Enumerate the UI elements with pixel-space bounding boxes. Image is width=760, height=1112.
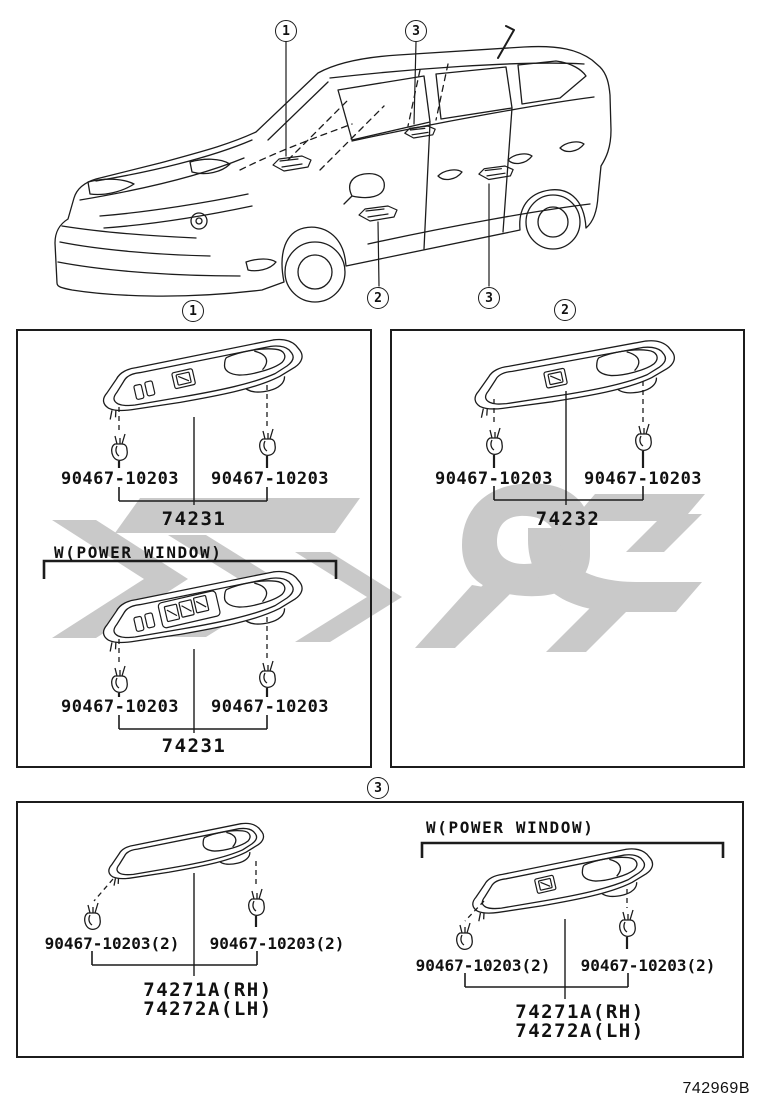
clip-part-number: 90467-10203(2) — [209, 934, 345, 953]
car-body-outline — [55, 47, 611, 297]
clip-drawing — [259, 660, 276, 689]
clip-drawing — [619, 909, 636, 938]
door-handle — [560, 142, 584, 152]
armrest-panel-drawing — [469, 331, 681, 427]
box3-artwork — [84, 815, 744, 1058]
clip-part-number: 90467-10203(2) — [415, 956, 551, 975]
variant-bracket — [422, 843, 723, 858]
variant-bracket — [44, 561, 336, 579]
clip-drawing — [635, 423, 652, 452]
clip-part-number: 90467-10203 — [60, 697, 180, 717]
door-handle — [508, 154, 532, 164]
part-number: 74231 — [161, 735, 227, 757]
part-number-lh: 74272A(LH) — [143, 998, 273, 1020]
callout-rear-quarter: 3 — [478, 287, 500, 309]
armrest-panel-drawing — [97, 329, 309, 429]
leader-lines — [286, 42, 489, 286]
rear-door-armrest-glyph — [404, 125, 436, 139]
clip-part-number: 90467-10203(2) — [580, 956, 716, 975]
antenna — [498, 26, 514, 58]
armrest-panel-drawing — [97, 561, 309, 661]
clip-part-number: 90467-10203 — [434, 469, 554, 489]
armrest-panel-drawing — [103, 815, 269, 893]
armrest-panel-drawing — [467, 840, 659, 930]
parts-box-front-door-2 — [390, 329, 745, 768]
clip-drawing — [111, 665, 128, 694]
hood-armrest-glyph — [272, 155, 312, 172]
front-wheel — [285, 242, 345, 302]
part-number: 74231 — [161, 508, 227, 530]
clip-drawing — [486, 427, 503, 456]
clip-part-number: 90467-10203 — [583, 469, 703, 489]
callout-front-door: 2 — [367, 287, 389, 309]
box2-artwork — [469, 331, 681, 768]
front-door-armrest-glyph — [358, 205, 398, 222]
variant-label: W(POWER WINDOW) — [54, 543, 223, 562]
callout-hood: 1 — [275, 20, 297, 42]
clip-drawing — [456, 922, 473, 951]
part-number: 74232 — [535, 508, 601, 530]
clip-drawing — [248, 888, 265, 917]
part-number-rh: 74271A(RH) — [515, 1001, 645, 1023]
side-mirror — [344, 174, 384, 204]
clip-part-number: 90467-10203 — [210, 469, 330, 489]
box2-callout: 2 — [554, 299, 576, 321]
rear-wheel — [526, 195, 580, 249]
clip-part-number: 90467-10203 — [60, 469, 180, 489]
variant-label: W(POWER WINDOW) — [426, 818, 595, 837]
door-handle — [438, 170, 462, 180]
part-number-rh: 74271A(RH) — [143, 979, 273, 1001]
clip-drawing — [84, 902, 101, 931]
clip-part-number: 90467-10203(2) — [44, 934, 180, 953]
car-overview-drawing — [0, 0, 760, 330]
parts-box-rear-door-3 — [16, 801, 744, 1058]
box1-callout: 1 — [182, 300, 204, 322]
drawing-code: 742969B — [682, 1080, 750, 1097]
front-door-window — [338, 76, 430, 140]
box3-callout: 3 — [367, 777, 389, 799]
clip-part-number: 90467-10203 — [210, 697, 330, 717]
callout-rear-door: 3 — [405, 20, 427, 42]
part-number-lh: 74272A(LH) — [515, 1020, 645, 1042]
clip-drawing — [259, 428, 276, 457]
quarter-window — [518, 61, 586, 104]
parts-box-front-door-1 — [16, 329, 372, 768]
box1-artwork — [16, 329, 372, 768]
clip-drawing — [111, 433, 128, 462]
